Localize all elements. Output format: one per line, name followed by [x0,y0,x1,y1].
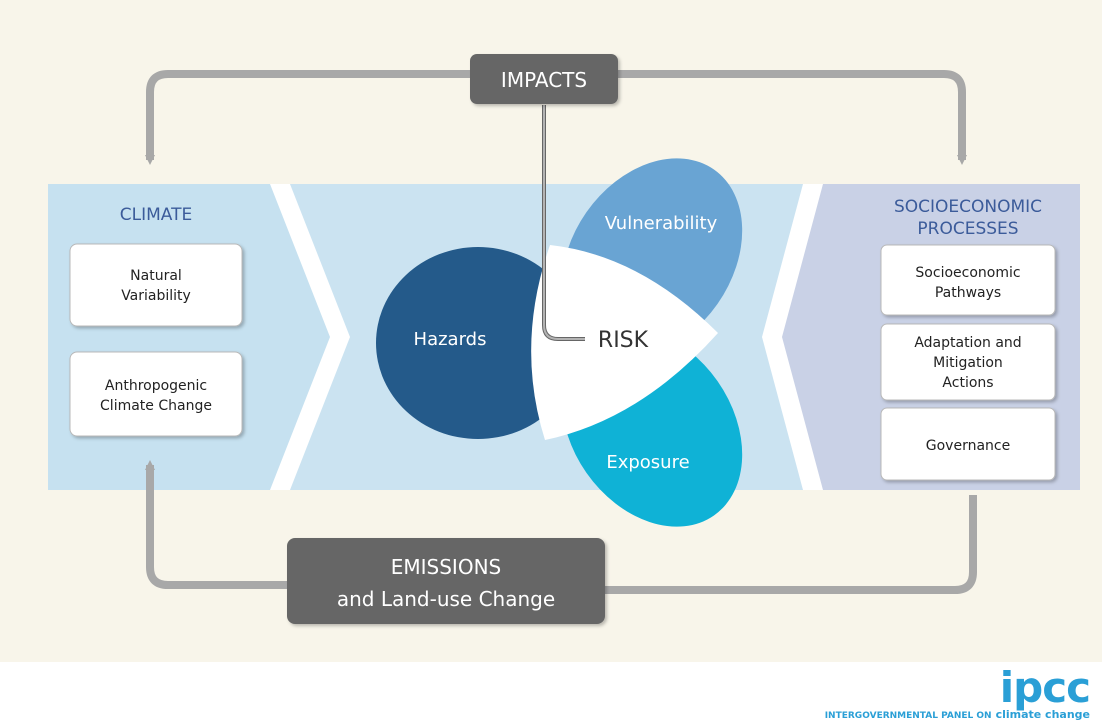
socioeconomic-pathways-line1: Socioeconomic [915,265,1020,281]
ipcc-logo-main: ipcc [1000,663,1090,712]
impacts-to-climate-arrow [145,70,470,165]
socioeconomic-pathways-box [880,244,1056,316]
climate-heading: CLIMATE [120,205,192,225]
anthropogenic-climate-change-box [69,351,243,437]
natural-variability-line2: Variability [121,288,191,304]
socioeconomic-heading-line2: PROCESSES [917,219,1018,239]
socioeconomic-pathways-line2: Pathways [935,285,1001,301]
hazards-petal [376,247,580,439]
hazards-label: Hazards [414,329,487,350]
emissions-line2: and Land-use Change [337,587,555,611]
governance-box [880,407,1056,481]
governance-label: Governance [926,438,1010,454]
adaptation-line2: Mitigation [933,355,1003,371]
vulnerability-label: Vulnerability [605,213,718,234]
anthropogenic-line2: Climate Change [100,398,212,414]
emissions-box [287,538,605,624]
impacts-box [470,54,618,104]
adaptation-line1: Adaptation and [914,335,1021,351]
impacts-to-risk-connector [543,105,585,340]
adaptation-mitigation-box [880,323,1056,401]
natural-variability-line1: Natural [130,268,182,284]
impacts-to-socioeconomic-arrow [618,70,967,165]
socioeconomic-heading-line1: SOCIOECONOMIC [894,197,1042,217]
exposure-label: Exposure [606,452,689,473]
socioeconomic-chevron-divider [762,184,823,490]
emissions-line1: EMISSIONS [391,555,501,579]
anthropogenic-line1: Anthropogenic [105,378,207,394]
impacts-label: IMPACTS [501,68,587,92]
adaptation-line3: Actions [942,375,993,391]
socioeconomic-to-emissions-line [605,495,977,594]
risk-center [531,245,718,440]
risk-propeller [376,158,743,527]
emissions-to-climate-arrow [145,460,287,589]
climate-chevron-divider [270,184,350,490]
natural-variability-box [69,243,243,327]
risk-label: RISK [598,328,649,353]
